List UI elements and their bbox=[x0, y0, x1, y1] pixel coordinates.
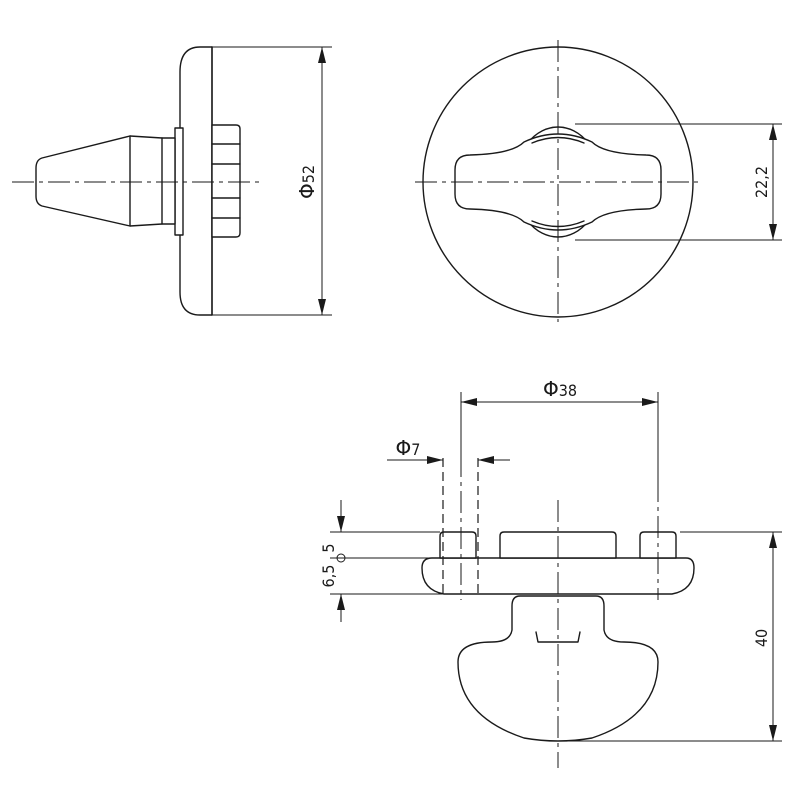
dimension-outer-diameter: Φ52 bbox=[295, 165, 319, 199]
dimension-dot bbox=[336, 553, 346, 563]
dimension-knob-width: 22,2 bbox=[752, 166, 771, 198]
side-view-rosette bbox=[179, 46, 213, 316]
side-view-knob bbox=[35, 135, 176, 227]
front-view: 22,2 bbox=[415, 40, 782, 322]
section-view-left-boss bbox=[439, 531, 477, 559]
section-view: Φ38 Φ7 5 6,5 40 bbox=[319, 377, 782, 768]
dimension-step-height: 5 bbox=[319, 543, 338, 552]
dimension-total-height: 40 bbox=[752, 629, 771, 647]
side-view: Φ52 bbox=[12, 46, 332, 316]
side-view-insert bbox=[211, 124, 241, 238]
front-view-knob bbox=[454, 133, 662, 231]
dimension-flange-diameter: Φ38 bbox=[543, 377, 577, 401]
dimension-flange-thickness: 6,5 bbox=[319, 565, 338, 588]
dimension-hole-diameter: Φ7 bbox=[396, 436, 421, 460]
